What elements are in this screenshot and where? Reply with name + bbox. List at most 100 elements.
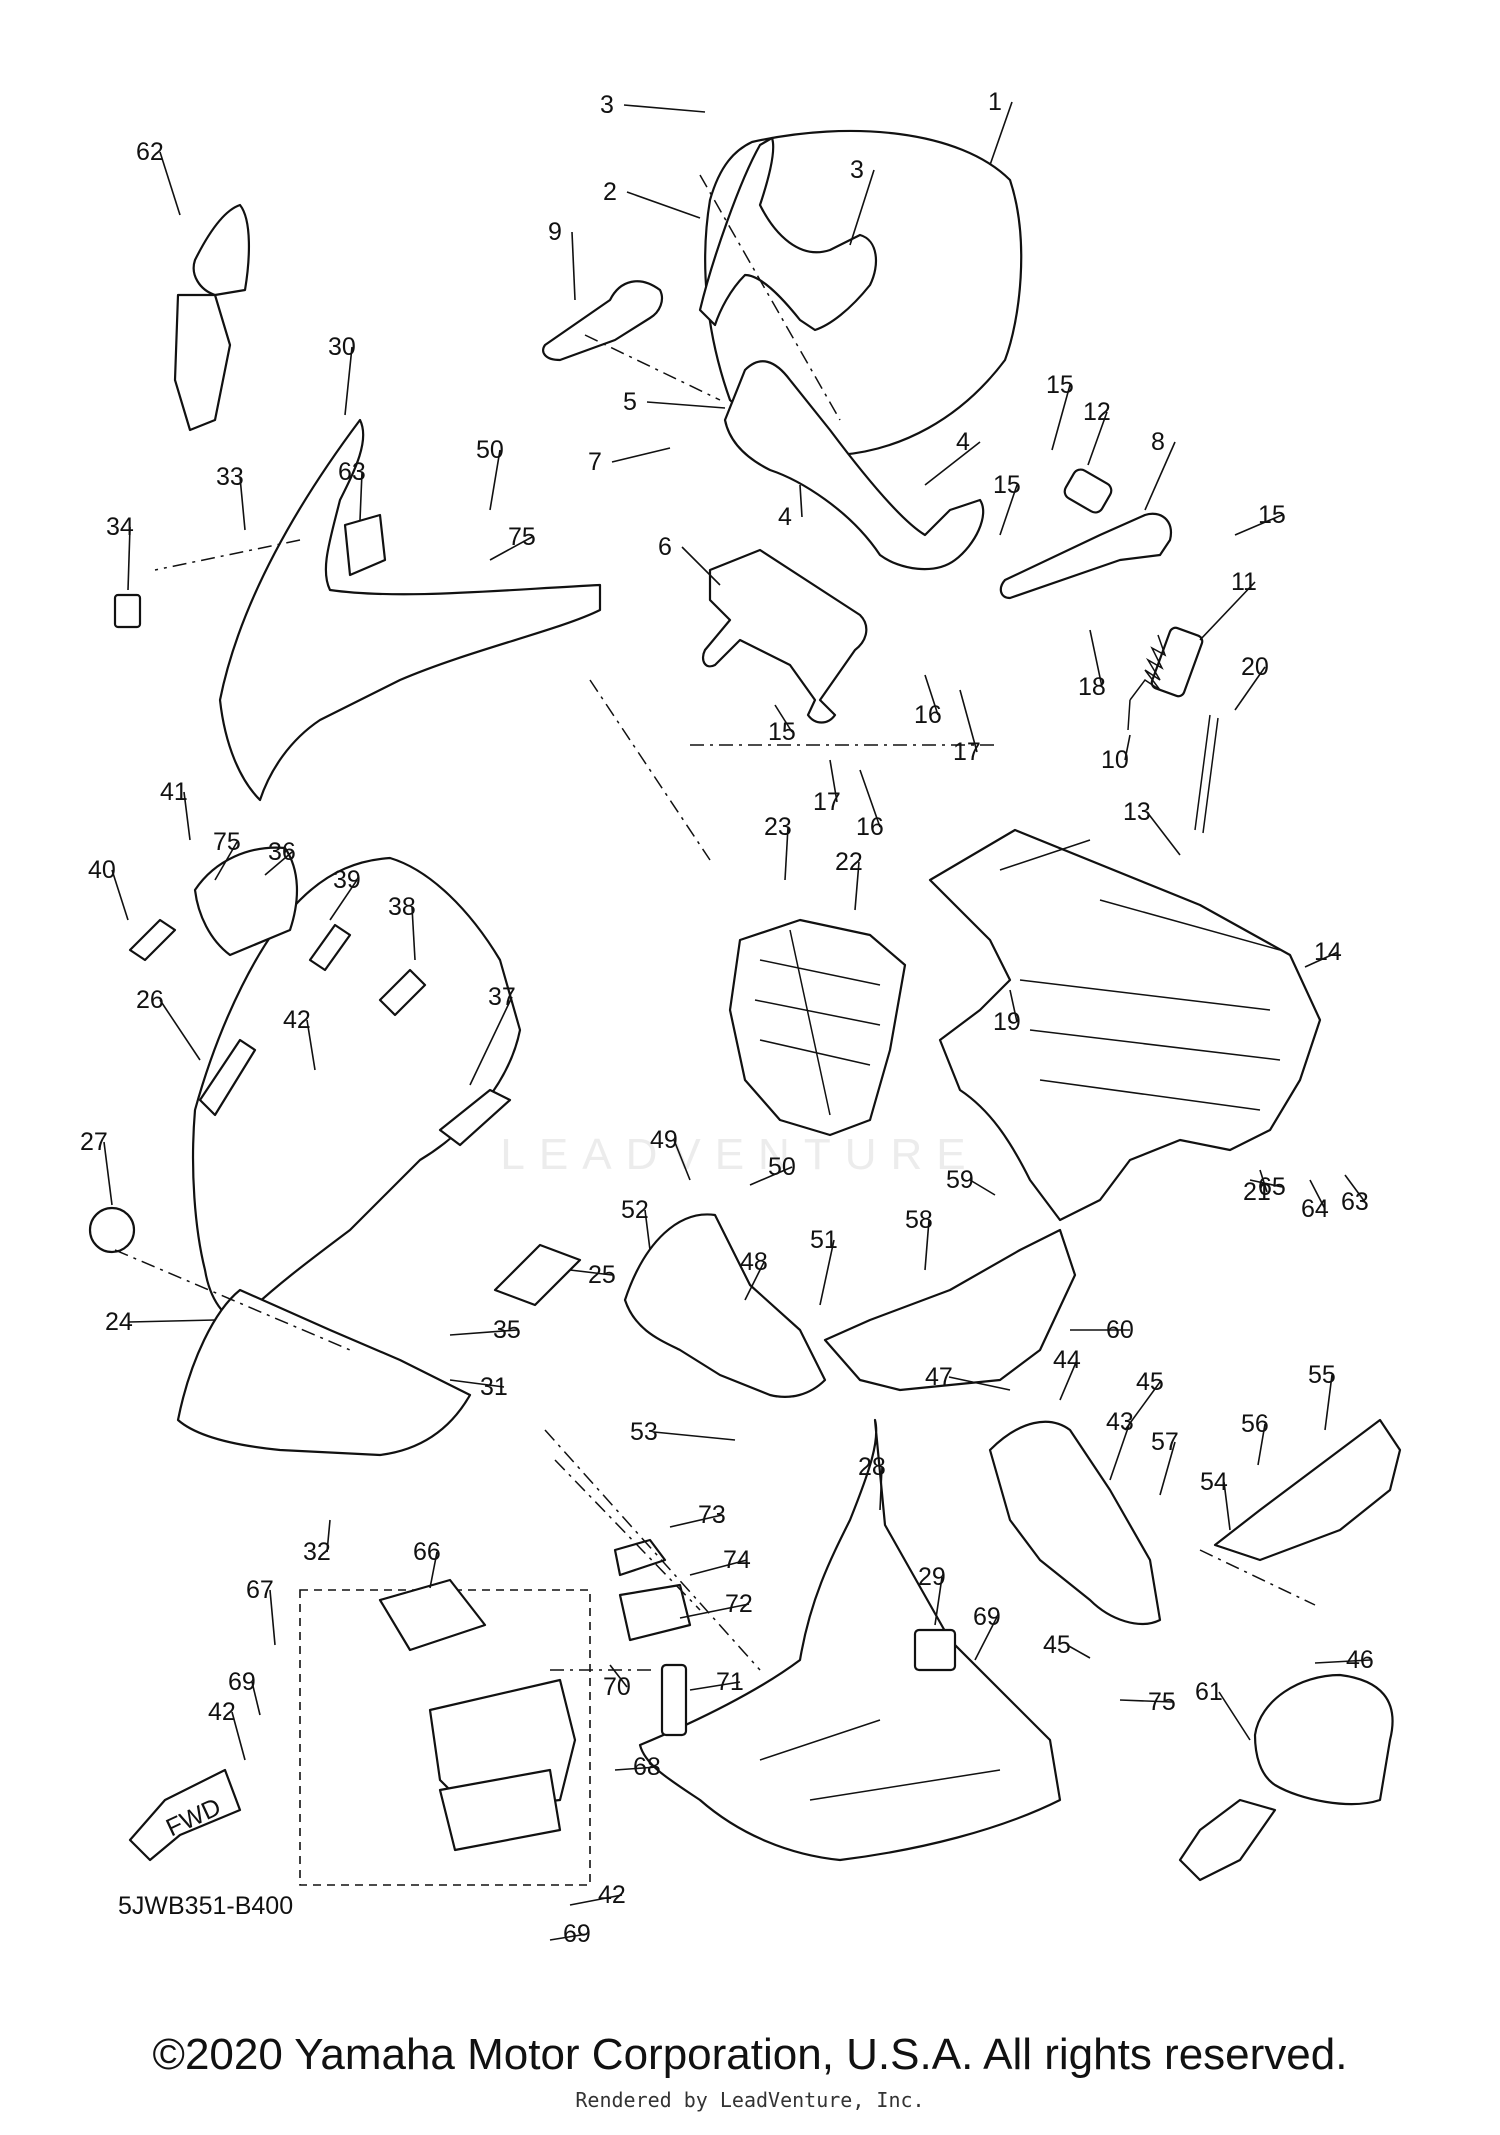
screen-arm-part xyxy=(542,280,664,362)
callout-label-1: 1 xyxy=(988,88,1002,116)
callout-leader-58 xyxy=(924,1219,930,1271)
callout-label-75: 75 xyxy=(213,828,241,856)
callout-label-38: 38 xyxy=(388,893,416,921)
callout-leader-2 xyxy=(626,191,701,219)
callout-leader-10 xyxy=(1124,734,1131,761)
callout-label-17: 17 xyxy=(813,788,841,816)
callout-label-27: 27 xyxy=(80,1128,108,1156)
callout-leader-20 xyxy=(1234,666,1266,711)
callout-label-15: 15 xyxy=(1258,501,1286,529)
meter-panel-part xyxy=(193,846,298,957)
callout-label-6: 6 xyxy=(658,533,672,561)
air-duct-part xyxy=(128,918,177,962)
callout-leader-11 xyxy=(1199,581,1256,641)
callout-leader-55 xyxy=(1324,1374,1333,1431)
bracket-part xyxy=(613,1538,667,1577)
callout-label-56: 56 xyxy=(1241,1410,1269,1438)
callout-label-4: 4 xyxy=(778,503,792,531)
callout-label-21: 21 xyxy=(1243,1178,1271,1206)
callout-leader-12 xyxy=(1087,411,1108,466)
callout-label-45: 45 xyxy=(1136,1368,1164,1396)
inner-panel-left xyxy=(623,1213,827,1398)
callout-label-28: 28 xyxy=(858,1453,886,1481)
callout-label-16: 16 xyxy=(914,701,942,729)
callout-label-48: 48 xyxy=(740,1248,768,1276)
callout-leader-37 xyxy=(469,996,513,1086)
rod-part xyxy=(660,1663,688,1737)
callout-leader-15 xyxy=(1051,384,1071,451)
upper-cowling xyxy=(191,856,522,1322)
callout-label-69: 69 xyxy=(973,1603,1001,1631)
callout-label-23: 23 xyxy=(764,813,792,841)
callout-label-42: 42 xyxy=(283,1006,311,1034)
copyright-notice: ©2020 Yamaha Motor Corporation, U.S.A. A… xyxy=(152,2030,1348,2079)
callout-leader-39 xyxy=(329,879,358,921)
callout-label-17: 17 xyxy=(953,738,981,766)
adjuster-link-arm xyxy=(999,512,1173,600)
lower-screen-bracket xyxy=(723,360,985,571)
callout-leader-23 xyxy=(784,826,789,881)
callout-label-44: 44 xyxy=(1053,1346,1081,1374)
callout-leader-40 xyxy=(111,869,129,921)
callout-leader-50 xyxy=(749,1166,793,1186)
callout-leader-16 xyxy=(859,769,881,828)
callout-leader-9 xyxy=(571,231,576,301)
callout-leader-59 xyxy=(969,1179,996,1196)
callout-label-73: 73 xyxy=(698,1501,726,1529)
callout-leader-69 xyxy=(549,1933,588,1941)
callout-leader-47 xyxy=(948,1376,1011,1391)
lower-cowling xyxy=(638,1418,1062,1862)
callout-leader-14 xyxy=(1304,951,1339,968)
callout-leader-4 xyxy=(924,441,981,486)
callout-label-55: 55 xyxy=(1308,1361,1336,1389)
callout-leader-46 xyxy=(1314,1659,1371,1664)
callout-label-67: 67 xyxy=(246,1576,274,1604)
callout-leader-24 xyxy=(128,1319,216,1323)
callout-label-20: 20 xyxy=(1241,653,1269,681)
callout-label-33: 33 xyxy=(216,463,244,491)
callout-leader-71 xyxy=(689,1681,741,1691)
upper-screen-bracket xyxy=(698,136,877,332)
fwd-arrow-icon xyxy=(128,1768,242,1862)
callout-leader-17 xyxy=(959,689,978,753)
front-fairing-stay-frame xyxy=(928,828,1322,1222)
callout-label-15: 15 xyxy=(1046,371,1074,399)
callout-label-51: 51 xyxy=(810,1226,838,1254)
callout-label-64: 64 xyxy=(1301,1195,1329,1223)
callout-leader-56 xyxy=(1257,1423,1266,1466)
callout-label-39: 39 xyxy=(333,866,361,894)
callout-label-8: 8 xyxy=(1151,428,1165,456)
side-cover-part xyxy=(1213,1418,1402,1562)
air-duct-part xyxy=(438,1088,512,1147)
clip-part xyxy=(113,593,142,629)
callout-leader-36 xyxy=(264,851,293,876)
callout-leader-21 xyxy=(1259,1169,1268,1193)
callout-leader-75 xyxy=(214,841,238,881)
callout-label-62: 62 xyxy=(136,138,164,166)
callout-leader-64 xyxy=(1309,1179,1326,1210)
callout-leader-41 xyxy=(183,791,191,841)
callout-leader-26 xyxy=(159,999,201,1061)
callout-leader-44 xyxy=(1059,1359,1078,1401)
callout-label-47: 47 xyxy=(925,1363,953,1391)
callout-label-22: 22 xyxy=(835,848,863,876)
callout-leader-69 xyxy=(251,1681,261,1716)
callout-label-52: 52 xyxy=(621,1196,649,1224)
callout-label-45: 45 xyxy=(1043,1631,1071,1659)
callout-label-3: 3 xyxy=(600,91,614,119)
callout-label-71: 71 xyxy=(716,1668,744,1696)
callout-leader-25 xyxy=(569,1269,613,1276)
rendered-by-note: Rendered by LeadVenture, Inc. xyxy=(575,2088,925,2112)
callout-leader-3 xyxy=(849,169,875,246)
callout-leader-42 xyxy=(306,1019,316,1071)
callout-leader-15 xyxy=(999,484,1018,536)
callout-leader-15 xyxy=(774,704,793,733)
callout-label-19: 19 xyxy=(993,1008,1021,1036)
callout-leader-73 xyxy=(669,1514,723,1528)
cap-part xyxy=(88,1206,136,1254)
callout-leader-75 xyxy=(1119,1699,1173,1703)
callout-label-32: 32 xyxy=(303,1538,331,1566)
bracket-part xyxy=(618,1583,692,1642)
callout-label-15: 15 xyxy=(768,718,796,746)
